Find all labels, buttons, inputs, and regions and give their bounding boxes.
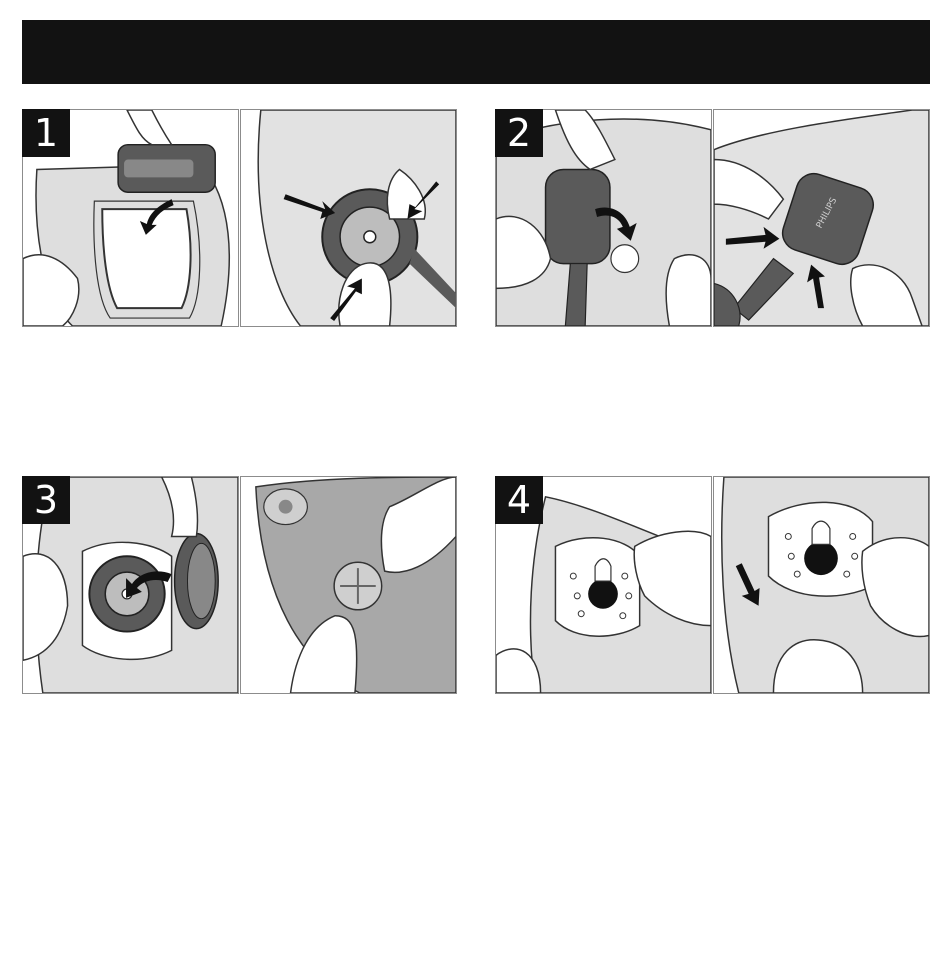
step-4-illustration-b <box>713 476 930 694</box>
step-number: 3 <box>22 476 70 524</box>
slide-filter-out-illustration <box>714 477 929 693</box>
press-connector-illustration: PHILIPS <box>714 110 929 326</box>
step-number: 1 <box>22 109 70 157</box>
step-number: 2 <box>495 109 543 157</box>
step-number: 4 <box>495 476 543 524</box>
remove-filter-cap-illustration <box>241 477 456 693</box>
step-3: 3 <box>22 476 458 694</box>
remove-shaving-unit-illustration <box>241 110 456 326</box>
step-1: 1 <box>22 109 458 327</box>
step-3-illustration-b <box>240 476 457 694</box>
step-4: 4 <box>495 476 931 694</box>
step-2: 2 PHILIPS <box>495 109 931 327</box>
header-bar <box>22 20 930 84</box>
step-1-illustration-b <box>240 109 457 327</box>
step-2-illustration-b: PHILIPS <box>713 109 930 327</box>
